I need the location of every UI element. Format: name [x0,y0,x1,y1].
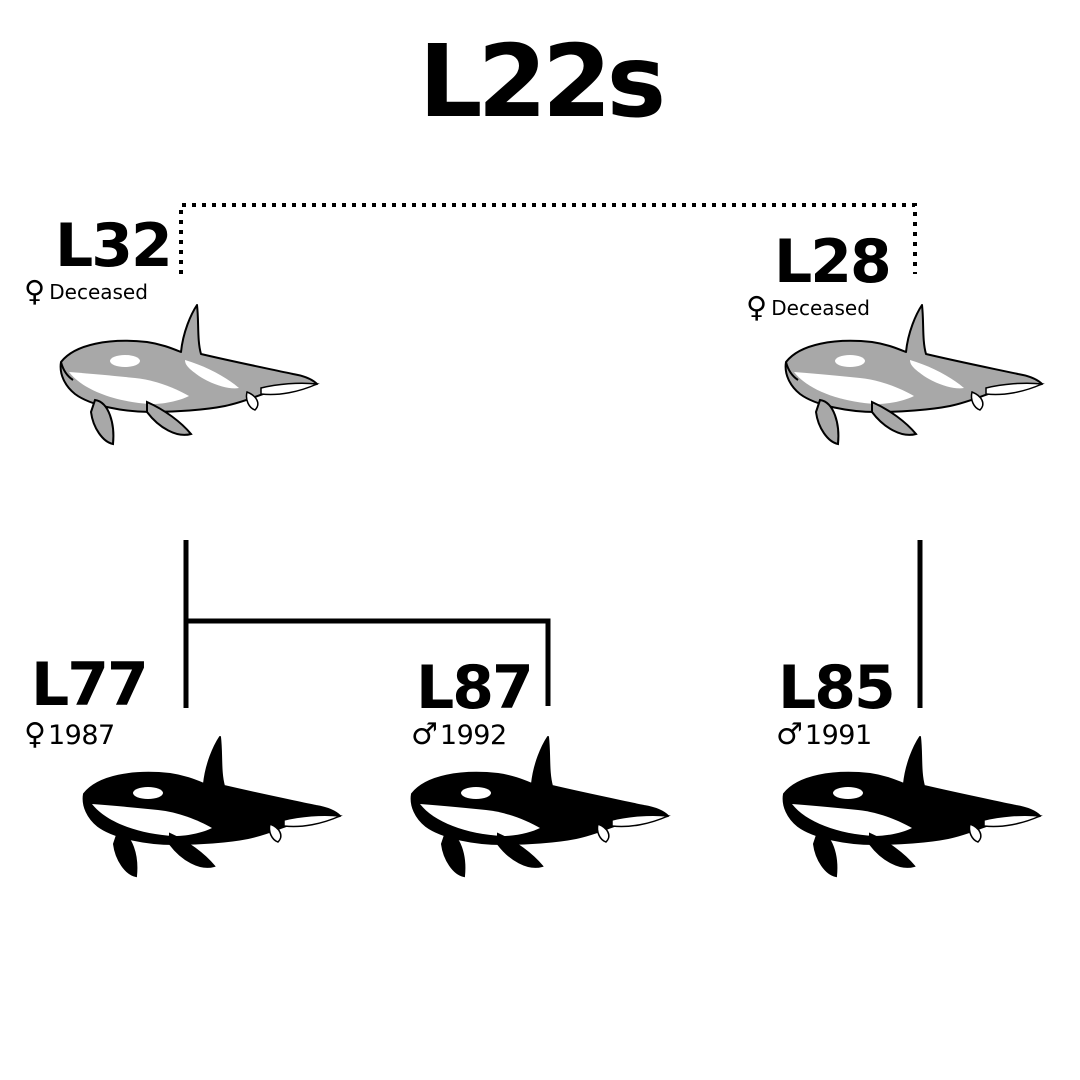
whale-meta-l87: ♂ 1992 [411,720,507,750]
whale-id-l77: L77 [31,650,149,720]
orca-icon [82,736,343,878]
orca-living-l85 [782,736,1043,878]
birth-year: 1992 [439,719,507,751]
female-symbol-icon: ♀ [24,717,46,752]
orca-living-l77 [82,736,343,878]
orca-living-l87 [410,736,671,878]
orca-deceased-l32 [59,304,320,446]
status-label: Deceased [771,295,870,320]
whale-id-l85: L85 [778,653,896,723]
orca-icon [410,736,671,878]
whale-meta-l77: ♀ 1987 [24,720,115,750]
orca-icon [782,736,1043,878]
page-title: L22s [418,23,666,140]
orca-deceased-l28 [784,304,1045,446]
sibling-bracket-l77-l87 [186,618,551,706]
male-symbol-icon: ♂ [776,717,803,752]
orca-icon [59,304,320,446]
whale-id-l87: L87 [416,653,534,723]
orca-icon [784,304,1045,446]
whale-meta-l85: ♂ 1991 [776,720,872,750]
whale-id-l28: L28 [774,227,892,297]
whale-meta-l32: ♀ Deceased [24,277,148,306]
female-symbol-icon: ♀ [746,290,768,324]
male-symbol-icon: ♂ [411,717,438,752]
birth-year: 1987 [47,719,115,751]
status-label: Deceased [49,279,148,304]
female-symbol-icon: ♀ [24,274,46,308]
whale-meta-l28: ♀ Deceased [746,293,870,322]
whale-id-l32: L32 [55,211,173,281]
birth-year: 1991 [804,719,872,751]
